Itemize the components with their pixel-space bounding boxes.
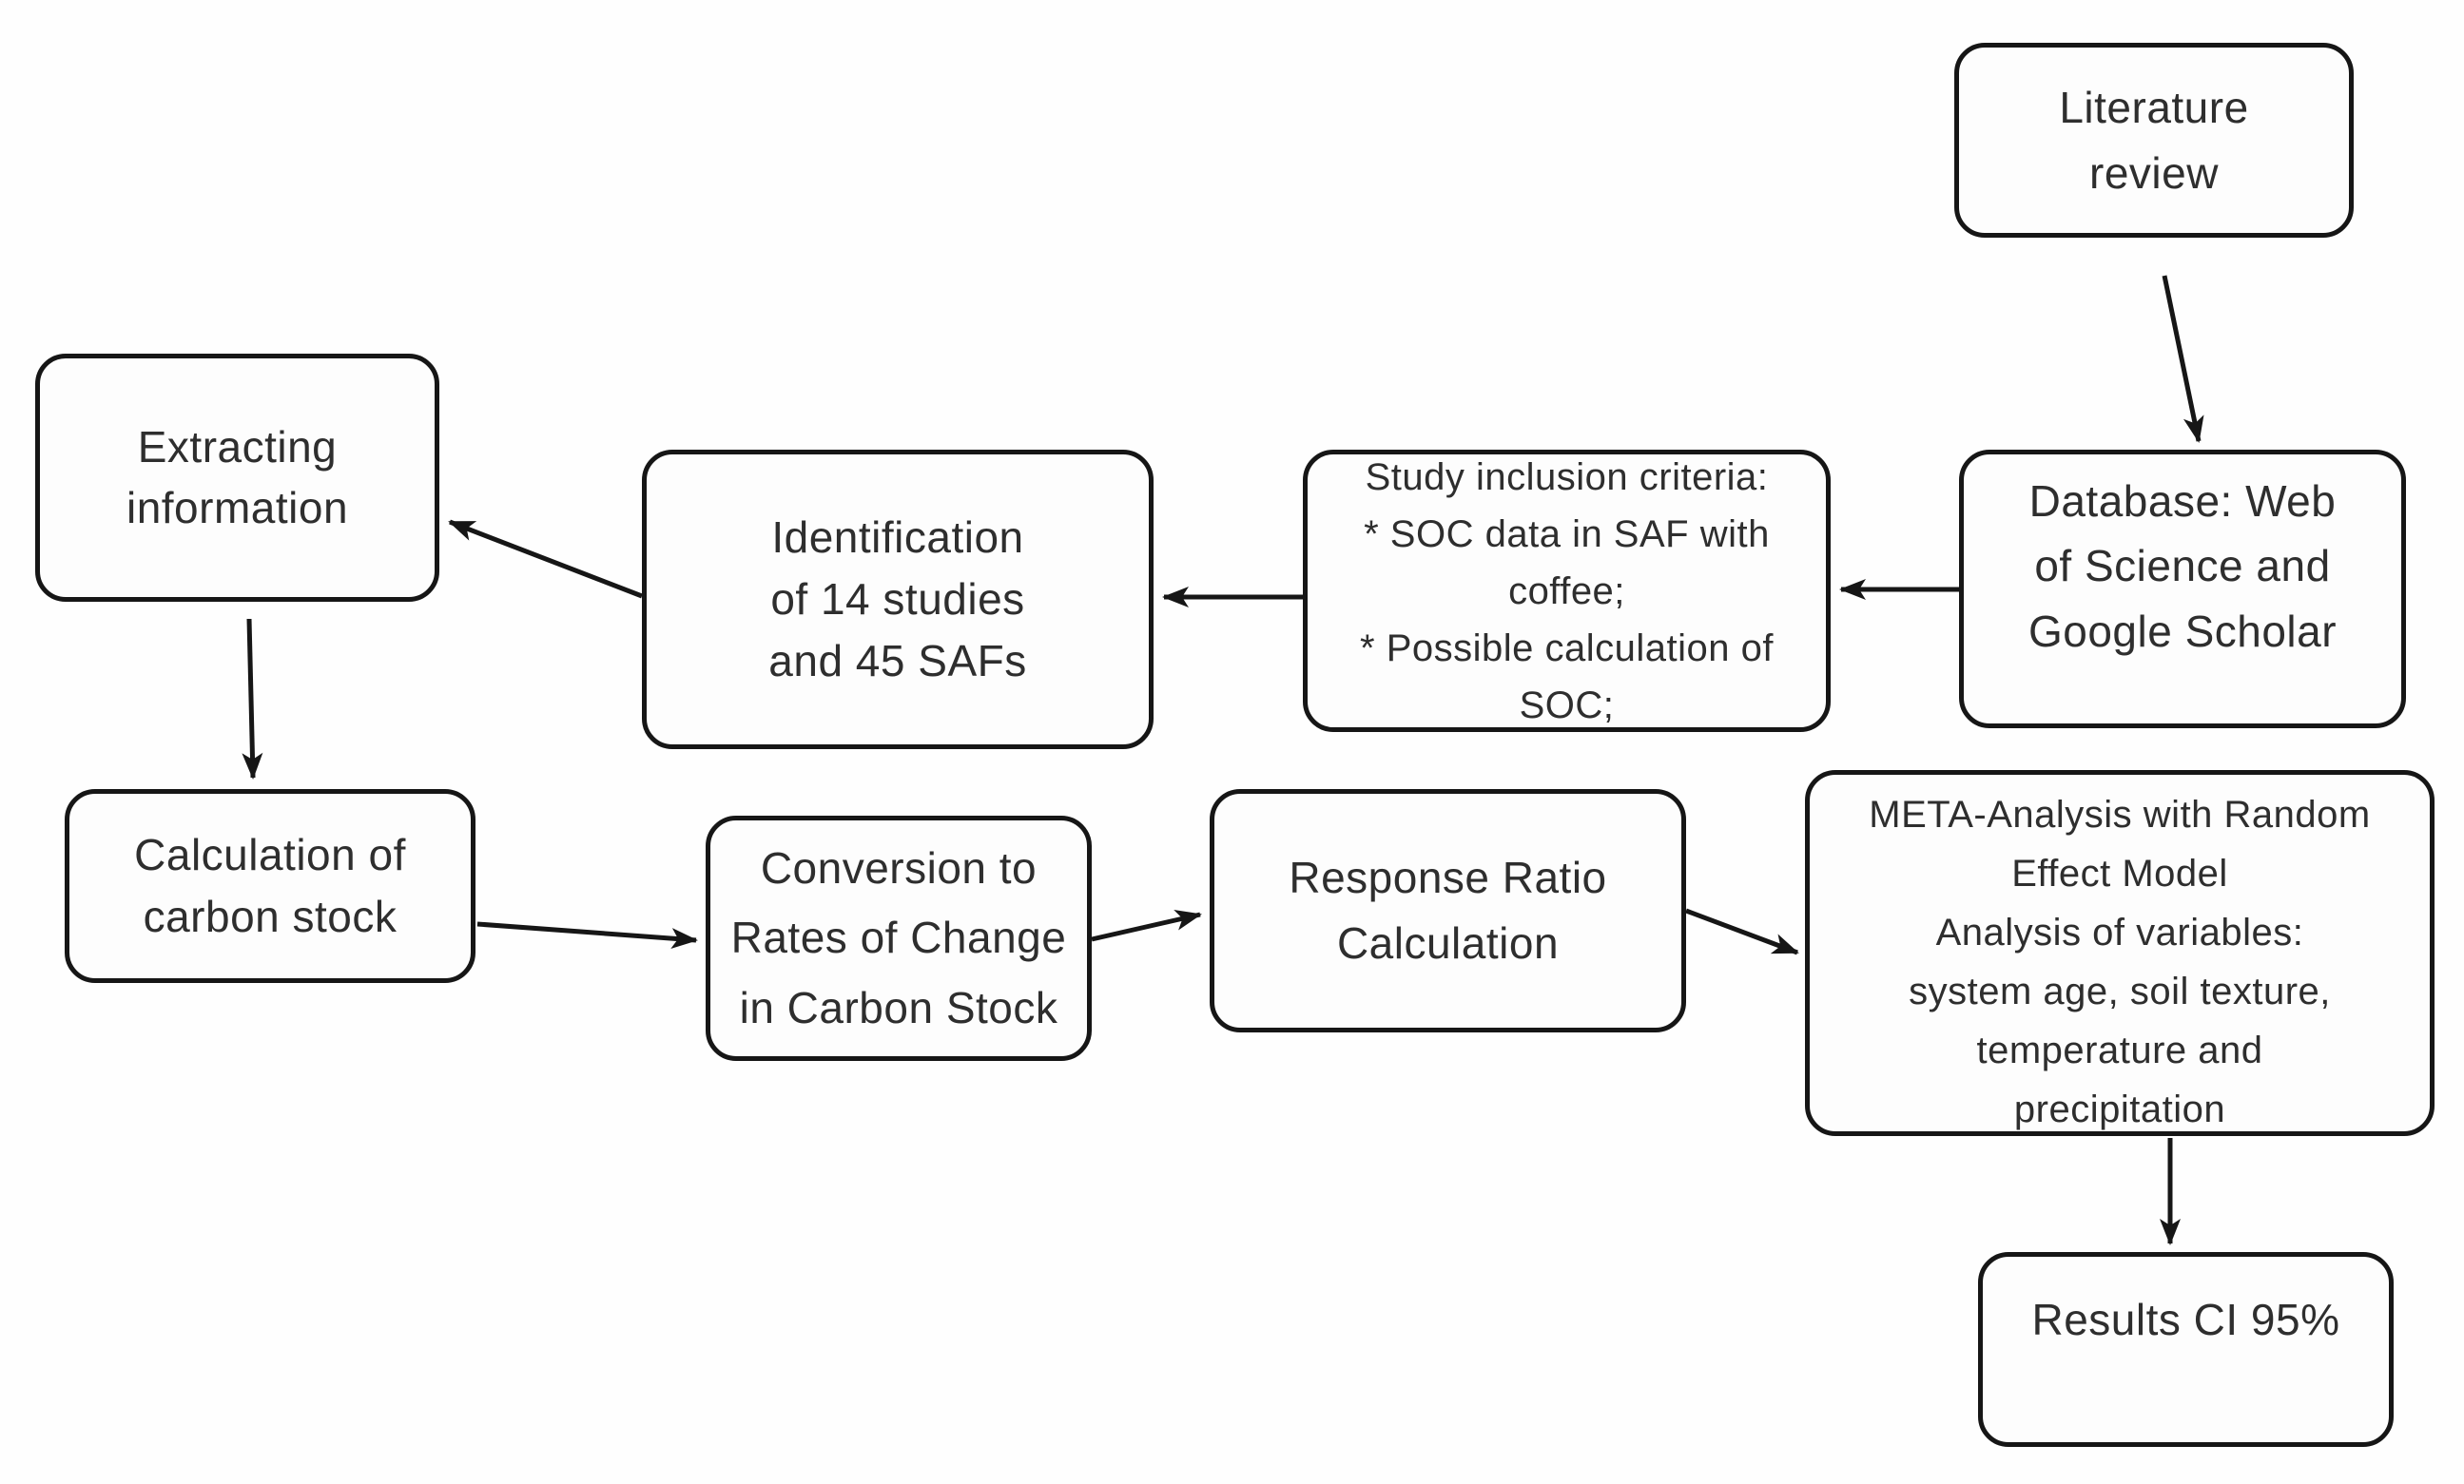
arrow-extracting-to-calculation <box>242 618 263 780</box>
arrow-calculation-to-conversion <box>476 921 698 950</box>
node-literature-review-label: Literature review <box>2059 83 2249 198</box>
node-results-ci-95-label: Results CI 95% <box>2031 1295 2340 1345</box>
node-study-inclusion-criteria: Study inclusion criteria: * SOC data in … <box>1303 450 1831 732</box>
node-literature-review: Literature review <box>1954 43 2354 238</box>
node-extracting-information: Extracting information <box>35 354 439 602</box>
node-study-inclusion-criteria-label: Study inclusion criteria: * SOC data in … <box>1360 455 1774 726</box>
node-response-ratio-calculation-label: Response Ratio Calculation <box>1289 853 1607 968</box>
node-conversion-rates-of-change-label: Conversion to Rates of Change in Carbon … <box>730 842 1067 1032</box>
node-results-ci-95: Results CI 95% <box>1978 1252 2394 1447</box>
arrow-literature-to-database <box>2162 275 2204 443</box>
node-database: Database: Web of Science and Google Scho… <box>1959 450 2406 728</box>
node-identification: Identification of 14 studies and 45 SAFs <box>642 450 1154 749</box>
node-response-ratio-calculation: Response Ratio Calculation <box>1210 789 1686 1032</box>
node-calculation-carbon-stock-label: Calculation of carbon stock <box>134 829 406 941</box>
arrow-conversion-to-response <box>1091 910 1202 942</box>
arrow-response-to-meta <box>1685 908 1799 955</box>
node-calculation-carbon-stock: Calculation of carbon stock <box>65 789 475 983</box>
node-identification-label: Identification of 14 studies and 45 SAFs <box>768 511 1027 686</box>
node-meta-analysis: META-Analysis with Random Effect Model A… <box>1805 770 2435 1136</box>
node-extracting-information-label: Extracting information <box>126 422 349 532</box>
node-conversion-rates-of-change: Conversion to Rates of Change in Carbon … <box>706 816 1092 1061</box>
arrow-identification-to-extracting <box>448 519 643 599</box>
node-meta-analysis-label: META-Analysis with Random Effect Model A… <box>1869 793 2371 1130</box>
node-database-label: Database: Web of Science and Google Scho… <box>2027 476 2338 656</box>
